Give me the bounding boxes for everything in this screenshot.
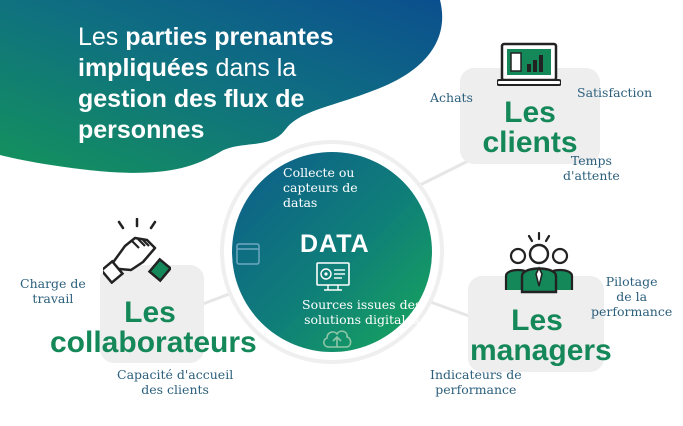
label-capacite-accueil: Capacité d'accueil des clients xyxy=(117,367,234,397)
page-title: Les parties prenantes impliquées dans la… xyxy=(78,23,334,144)
label-indicateurs: Indicateurs de performance xyxy=(430,367,522,397)
window-icon xyxy=(236,243,260,265)
label-sources: Sources issues des solutions digitales xyxy=(302,297,422,327)
data-circle xyxy=(232,152,432,352)
collaborateurs-title: Les collaborateurs xyxy=(50,296,257,359)
dashboard-icon xyxy=(316,262,350,291)
managers-title: Les managers xyxy=(470,304,612,367)
label-satisfaction: Satisfaction xyxy=(577,85,653,100)
label-temps-attente: Temps d'attente xyxy=(563,153,620,183)
label-pilotage: Pilotage de la performance xyxy=(591,274,673,319)
cloud-upload-icon xyxy=(323,330,352,348)
data-title: DATA xyxy=(300,230,370,258)
clients-title: Les clients xyxy=(482,96,578,159)
laptop-chart-icon xyxy=(497,42,561,86)
handshake-icon xyxy=(103,218,171,284)
label-collecte: Collecte ou capteurs de datas xyxy=(283,165,358,210)
header-blob xyxy=(0,0,443,173)
collaborateurs-card xyxy=(100,265,204,363)
label-achats: Achats xyxy=(430,90,473,105)
label-charge-travail: Charge de travail xyxy=(20,276,86,306)
team-icon xyxy=(504,231,574,294)
